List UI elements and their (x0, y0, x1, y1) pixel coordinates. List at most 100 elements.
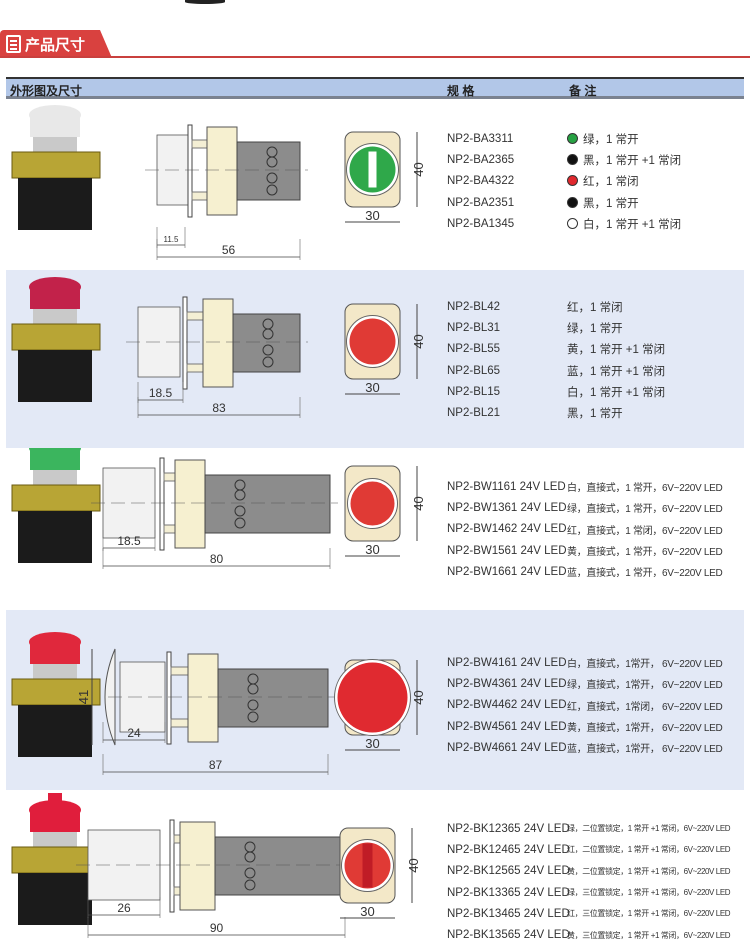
spec-model: NP2-BL42 (447, 300, 501, 313)
spec-note: 红，二位置锁定，1 常开 +1 常闭，6V~220V LED (567, 844, 731, 855)
spec-model: NP2-BL21 (447, 407, 501, 420)
dim-front: 18.5 (149, 386, 173, 400)
spec-note: 红，1 常闭 (567, 173, 639, 189)
spec-note: 蓝，直接式，1常开， 6V~220V LED (567, 740, 723, 755)
spec-note: 绿，直接式，1常开， 6V~220V LED (567, 676, 723, 691)
screw-icon (247, 699, 259, 711)
dim-width: 30 (365, 542, 379, 557)
spec-note: 绿，二位置锁定，1 常开 +1 常闭，6V~220V LED (567, 823, 731, 834)
contact-block (217, 668, 329, 728)
black-io-icon (567, 153, 578, 165)
note-text: 黄，直接式，1常开， 6V~220V LED (567, 723, 723, 735)
dim-height: 40 (411, 690, 426, 704)
screw-icon (244, 851, 256, 863)
dim-width: 30 (365, 380, 379, 395)
pin (186, 311, 204, 321)
spec-model: NP2-BW4161 24V LED (447, 656, 567, 669)
section-title: 产品尺寸 (25, 36, 86, 54)
note-text: 白，直接式，1 常开，6V~220V LED (567, 483, 723, 495)
dim-front: 18.5 (117, 534, 141, 548)
note-text: 红，直接式，1 常闭，6V~220V LED (567, 525, 723, 537)
dim-width: 30 (365, 736, 379, 751)
dim-length: 87 (209, 758, 223, 772)
green-i-icon (567, 132, 578, 144)
mounting-bracket (11, 678, 101, 706)
dim-width: 30 (360, 904, 374, 919)
dim-front: 11.5 (164, 235, 180, 244)
note-text: 黄，二位置锁定，1 常开 +1 常闭，6V~220V LED (567, 866, 731, 876)
screw-icon (262, 356, 274, 368)
col-spec-header: 规 格 (447, 84, 475, 98)
note-text: 白，1 常开 +1 常闭 (567, 386, 666, 399)
note-text: 黄，直接式，1 常开，6V~220V LED (567, 547, 723, 559)
pin (186, 363, 204, 373)
spec-note: 绿，直接式，1 常开，6V~220V LED (567, 500, 723, 516)
dim-height: 40 (406, 858, 421, 872)
black-up-arrow-icon (567, 196, 578, 208)
mounting-bracket (11, 484, 101, 512)
pin (163, 524, 176, 534)
dim-height: 40 (411, 334, 426, 348)
button-cap (30, 287, 80, 309)
mounting-bracket (11, 846, 101, 874)
col-drawing-header: 外形图及尺寸 (10, 84, 83, 98)
spec-note: 绿，1 常开 (567, 320, 623, 336)
top-decoration (185, 0, 225, 4)
note-text: 绿，1 常开 (583, 133, 639, 146)
spec-model: NP2-BW1561 24V LED (447, 544, 567, 557)
spec-model: NP2-BA2365 (447, 153, 515, 166)
side-view: 18.580 (91, 457, 338, 569)
note-text: 绿，三位置锁定，1 常开 +1 常闭，6V~220V LED (567, 888, 731, 898)
note-text: 绿，直接式，1 常开，6V~220V LED (567, 504, 723, 516)
spec-note: 黑，1 常开 (567, 405, 623, 421)
note-text: 绿，二位置锁定，1 常开 +1 常闭，6V~220V LED (567, 824, 731, 834)
dimension-drawing: 18.5 83 40 30 (11, 277, 426, 418)
spec-model: NP2-BL55 (447, 343, 501, 356)
spec-note: 绿，1 常开 (567, 131, 639, 147)
selector-knob (48, 793, 62, 819)
col-note-header: 备 注 (569, 84, 597, 98)
dimension-drawing: 18.580 40 30 (11, 448, 426, 569)
contact-block (204, 474, 331, 534)
screw-icon (234, 489, 246, 501)
button-cap (30, 642, 80, 664)
button-bezel (33, 664, 77, 682)
contact-block (18, 705, 92, 757)
contact-block (236, 141, 301, 201)
note-text: 白，直接式，1常开， 6V~220V LED (567, 659, 723, 671)
contact-block (18, 511, 92, 563)
note-text: 黑，1 常开 (583, 197, 639, 210)
spec-model: NP2-BL15 (447, 385, 501, 398)
pin (163, 472, 176, 482)
screw-icon (244, 867, 256, 879)
front-view: 40 30 (339, 827, 421, 919)
dim-length: 83 (212, 401, 226, 415)
spec-model: NP2-BA1345 (447, 217, 515, 230)
spec-note: 白，直接式，1常开， 6V~220V LED (567, 655, 723, 671)
spec-note: 黄，直接式，1 常开，6V~220V LED (567, 543, 723, 559)
screw-icon (247, 711, 259, 723)
dim-height: 40 (411, 496, 426, 510)
note-text: 黄，三位置锁定，1 常开 +1 常闭，6V~220V LED (567, 930, 731, 940)
document-icon (6, 35, 21, 53)
button-face (350, 481, 395, 526)
button-cap (30, 448, 80, 470)
